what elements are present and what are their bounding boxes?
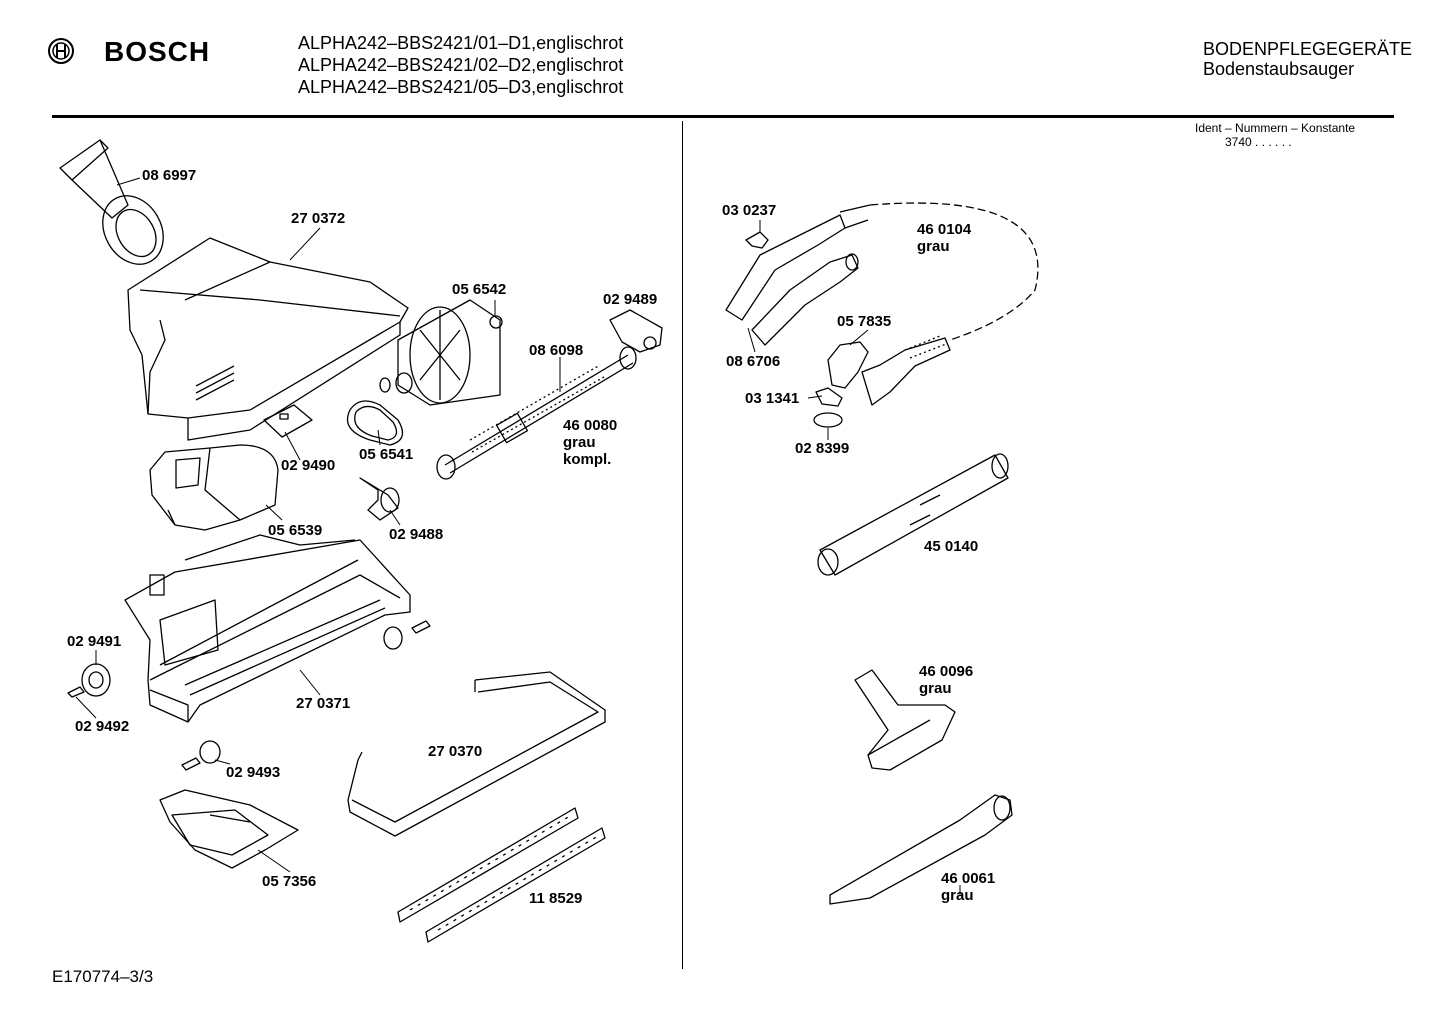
part-number: 46 0096 — [919, 663, 974, 680]
part-number: 46 0104 — [917, 221, 972, 238]
part-note: grau — [563, 434, 596, 451]
part-drawing-270371 — [125, 535, 410, 722]
column-divider — [682, 121, 683, 969]
part-label-460096: 46 0096 grau — [919, 663, 973, 697]
part-label-086098: 08 6098 — [529, 342, 584, 359]
brand-name: BOSCH — [104, 36, 211, 67]
part-label-086997: 08 6997 — [142, 167, 197, 184]
part-label-029492: 02 9492 — [75, 718, 130, 735]
part-label-031341: 03 1341 — [745, 390, 800, 407]
part-number: 46 0061 — [941, 870, 996, 887]
part-drawing-056539 — [150, 445, 278, 530]
part-label-057356: 05 7356 — [262, 873, 317, 890]
ident-block: Ident – Nummern – Konstante 3740 . . . .… — [1195, 121, 1355, 149]
bosch-logo-icon — [48, 38, 74, 64]
part-drawing-029492 — [68, 687, 84, 697]
part-label-029489: 02 9489 — [603, 291, 658, 308]
part-drawing-086706 — [752, 254, 858, 345]
part-label-270371: 27 0371 — [296, 695, 351, 712]
part-label-460061: 46 0061 grau — [941, 870, 995, 904]
part-drawing-270372 — [128, 238, 408, 440]
part-drawing-460061 — [830, 795, 1012, 904]
part-drawing-086997 — [60, 140, 175, 275]
part-label-029488: 02 9488 — [389, 526, 444, 543]
model-line: ALPHA242–BBS2421/05–D3,englischrot — [298, 77, 624, 97]
model-line: ALPHA242–BBS2421/01–D1,englischrot — [298, 33, 624, 53]
category-block: BODENPFLEGEGERÄTE Bodenstaubsauger — [1203, 39, 1412, 79]
part-drawing-057835 — [828, 342, 868, 388]
part-drawing-460096 — [855, 670, 955, 770]
category-subtitle: Bodenstaubsauger — [1203, 59, 1355, 79]
part-label-460104: 46 0104 grau — [917, 221, 971, 255]
category-title: BODENPFLEGEGERÄTE — [1203, 39, 1413, 59]
part-label-028399: 02 8399 — [795, 440, 850, 457]
part-drawing-029491 — [82, 664, 110, 696]
part-label-118529: 11 8529 — [529, 890, 583, 907]
part-drawing-460104 — [726, 203, 1038, 405]
part-label-029493: 02 9493 — [226, 764, 281, 781]
part-drawing-057356 — [160, 790, 298, 868]
part-drawing-450140 — [818, 454, 1008, 575]
part-label-029490: 02 9490 — [281, 457, 336, 474]
part-label-086706: 08 6706 — [726, 353, 781, 370]
part-drawing-029488 — [360, 478, 399, 520]
part-label-056542: 05 6542 — [452, 281, 507, 298]
part-drawing-270370 — [348, 672, 605, 836]
part-drawing-056542 — [380, 300, 502, 405]
model-list: ALPHA242–BBS2421/01–D1,englischrot ALPHA… — [298, 32, 623, 98]
part-drawing-086098 — [437, 347, 636, 479]
part-label-029491: 02 9491 — [67, 633, 122, 650]
part-drawing-118529 — [398, 808, 605, 942]
part-drawing-028399 — [814, 413, 842, 427]
ident-label: Ident – Nummern – Konstante — [1195, 121, 1356, 135]
part-label-030237: 03 0237 — [722, 202, 777, 219]
ident-value: 3740 . . . . . . — [1225, 135, 1292, 149]
part-drawing-030237 — [746, 232, 768, 248]
part-label-056541: 05 6541 — [359, 446, 414, 463]
part-drawing-031341 — [816, 388, 842, 406]
part-drawing-056541 — [348, 401, 403, 445]
document-code: E170774–3/3 — [52, 967, 154, 986]
part-number: 46 0080 — [563, 417, 618, 434]
part-drawing-029490 — [264, 405, 312, 437]
part-note: kompl. — [563, 451, 612, 468]
model-line: ALPHA242–BBS2421/02–D2,englischrot — [298, 55, 624, 75]
part-note: grau — [917, 238, 950, 255]
part-label-270372: 27 0372 — [291, 210, 346, 227]
part-label-056539: 05 6539 — [268, 522, 323, 539]
part-label-450140: 45 0140 — [924, 538, 979, 555]
part-label-460080: 46 0080 grau kompl. — [563, 417, 617, 468]
part-label-270370: 27 0370 — [428, 743, 483, 760]
part-drawing-029489 — [610, 310, 662, 352]
leader-lines — [76, 178, 960, 895]
header-divider — [52, 115, 1394, 118]
part-note: grau — [941, 887, 974, 904]
part-drawing-029493 — [182, 621, 430, 770]
part-label-057835: 05 7835 — [837, 313, 892, 330]
part-note: grau — [919, 680, 952, 697]
